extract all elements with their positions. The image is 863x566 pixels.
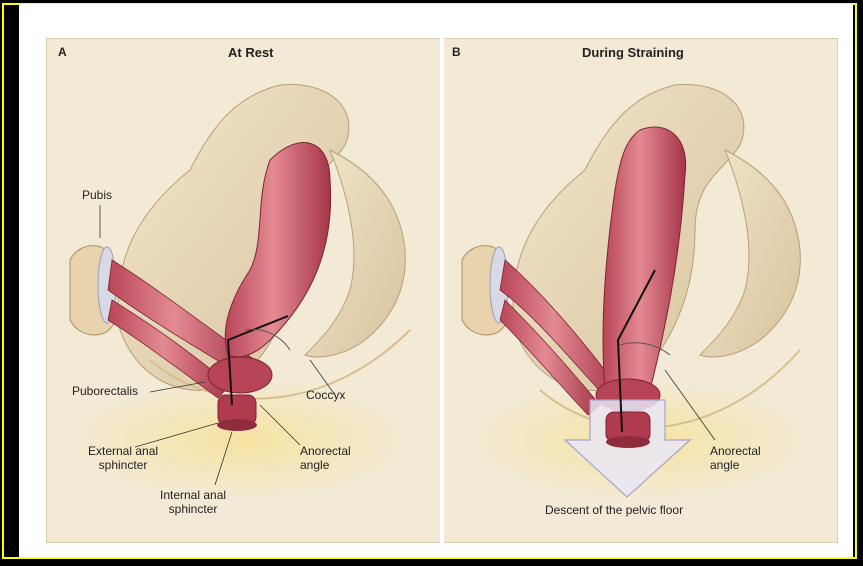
anal-opening-a [217, 419, 257, 431]
panel-b-letter: B [452, 45, 461, 59]
label-descent: Descent of the pelvic floor [545, 503, 683, 517]
panel-b-title: During Straining [582, 46, 684, 60]
label-coccyx: Coccyx [306, 388, 345, 402]
label-pubis: Pubis [82, 188, 112, 202]
panel-a-title: At Rest [228, 46, 274, 60]
label-anorectal-angle-a: Anorectal angle [300, 444, 351, 472]
panel-a-letter: A [58, 45, 67, 59]
label-anorectal-angle-b: Anorectal angle [710, 444, 761, 472]
label-external-anal-sphincter: External anal sphincter [88, 444, 158, 472]
anal-opening-b [606, 436, 650, 448]
label-internal-anal-sphincter: Internal anal sphincter [160, 488, 226, 516]
panel-a-drawing [70, 84, 410, 500]
label-puborectalis: Puborectalis [72, 384, 138, 398]
puborectalis-sling-a [208, 357, 272, 393]
panel-b-drawing [462, 84, 810, 500]
sacrum-b [700, 150, 800, 357]
